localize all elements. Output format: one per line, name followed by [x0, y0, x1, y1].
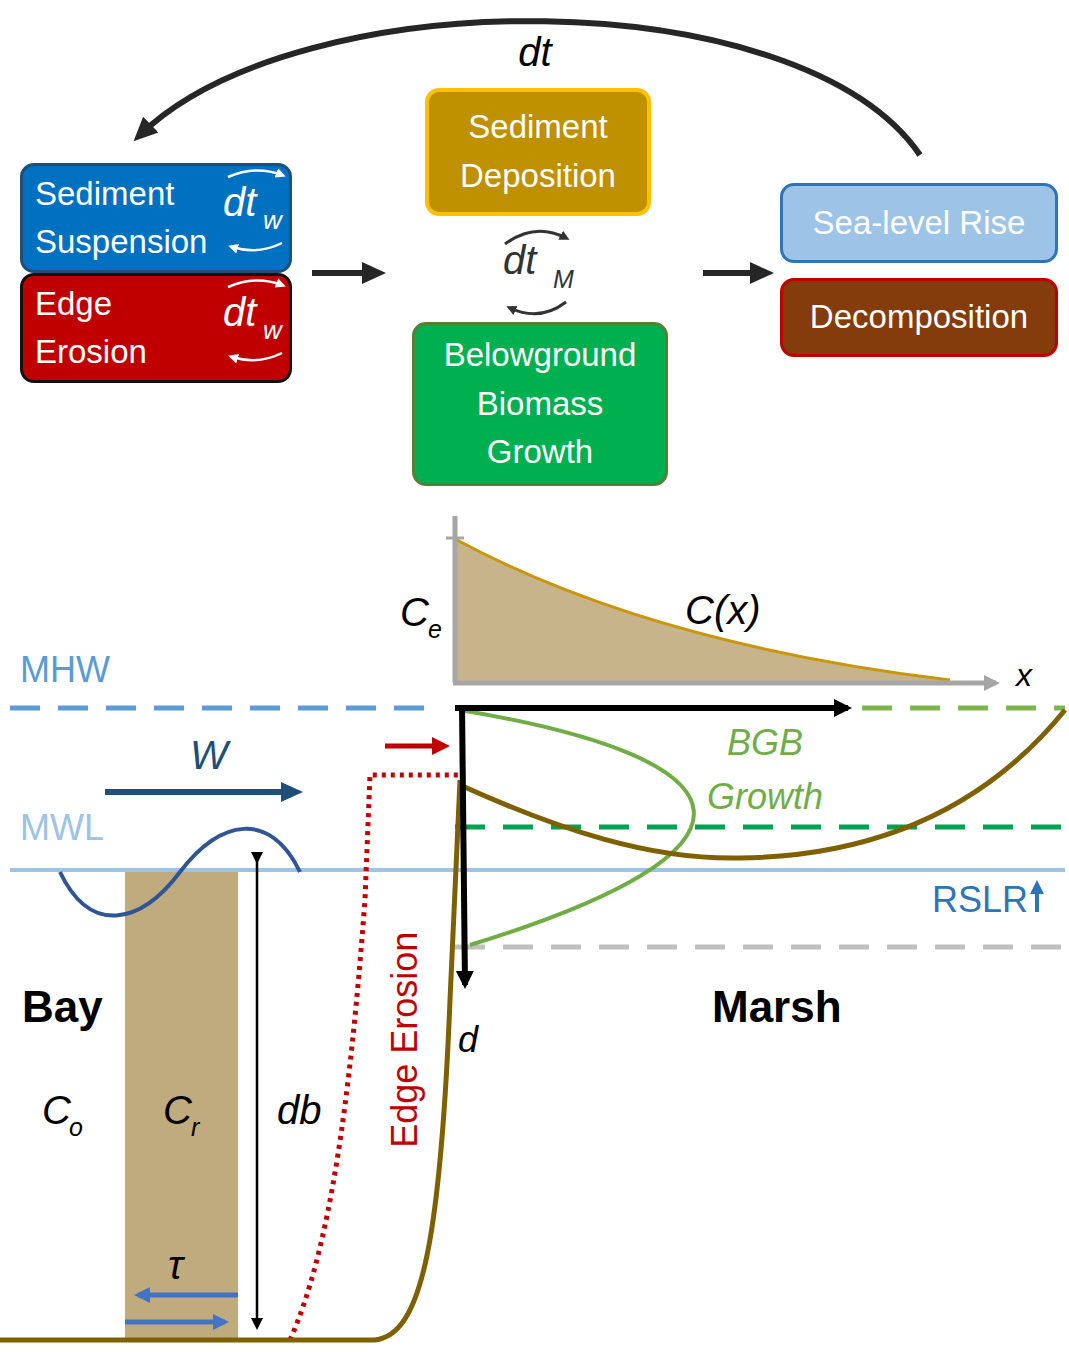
flow-arrow: [703, 270, 765, 276]
process-box: Belowground Biomass Growth: [412, 322, 668, 486]
process-box: Sediment Suspensiondtw: [20, 163, 292, 273]
region-label: Bay: [22, 983, 103, 1031]
box-text: Sea-level Rise: [790, 199, 1048, 248]
cycle-arrow: [228, 280, 282, 287]
function-label: C(x): [685, 588, 761, 632]
box-text: Edge Erosion: [35, 280, 225, 376]
time-step-label: dt: [223, 180, 256, 224]
box-text: Belowground Biomass Growth: [422, 331, 658, 477]
subscript: e: [428, 616, 442, 644]
erosion-label: Edge Erosion: [385, 932, 425, 1148]
subscript: w: [263, 206, 282, 235]
wind-label: W: [190, 733, 228, 777]
stress-label: τ: [168, 1243, 183, 1287]
box-text: Sediment Suspension: [35, 170, 225, 266]
axis-label: d: [458, 1020, 478, 1060]
flow-arrow: [312, 270, 377, 276]
dimension-label: db: [277, 1088, 322, 1132]
subscript: w: [263, 316, 282, 345]
time-step-label: dt: [503, 238, 536, 282]
growth-label: BGB Growth: [685, 716, 845, 824]
process-box: Sea-level Rise: [780, 183, 1058, 263]
subscript: M: [553, 266, 574, 294]
axis-label: x: [1016, 658, 1032, 693]
cycle-arrow: [228, 170, 282, 177]
process-box: Sediment Deposition: [425, 88, 651, 216]
cycle-arrow: [232, 243, 282, 250]
box-text: Decomposition: [790, 293, 1048, 342]
process-box: Edge Erosiondtw: [20, 273, 292, 383]
subscript: r: [191, 1114, 199, 1142]
time-step-label: dt: [223, 290, 256, 334]
water-level-label: MWL: [20, 808, 104, 848]
variable-label: C: [163, 1088, 192, 1132]
rslr-label: RSLR: [932, 880, 1028, 920]
water-level-label: MHW: [20, 650, 110, 690]
process-box: Decomposition: [780, 278, 1058, 357]
box-text: Sediment Deposition: [435, 103, 641, 201]
subscript: o: [69, 1114, 83, 1142]
variable-label: C: [400, 590, 429, 634]
variable-label: C: [42, 1088, 71, 1132]
edge-label: dt: [518, 30, 551, 74]
cycle-arrow: [232, 353, 282, 360]
region-label: Marsh: [712, 983, 842, 1031]
